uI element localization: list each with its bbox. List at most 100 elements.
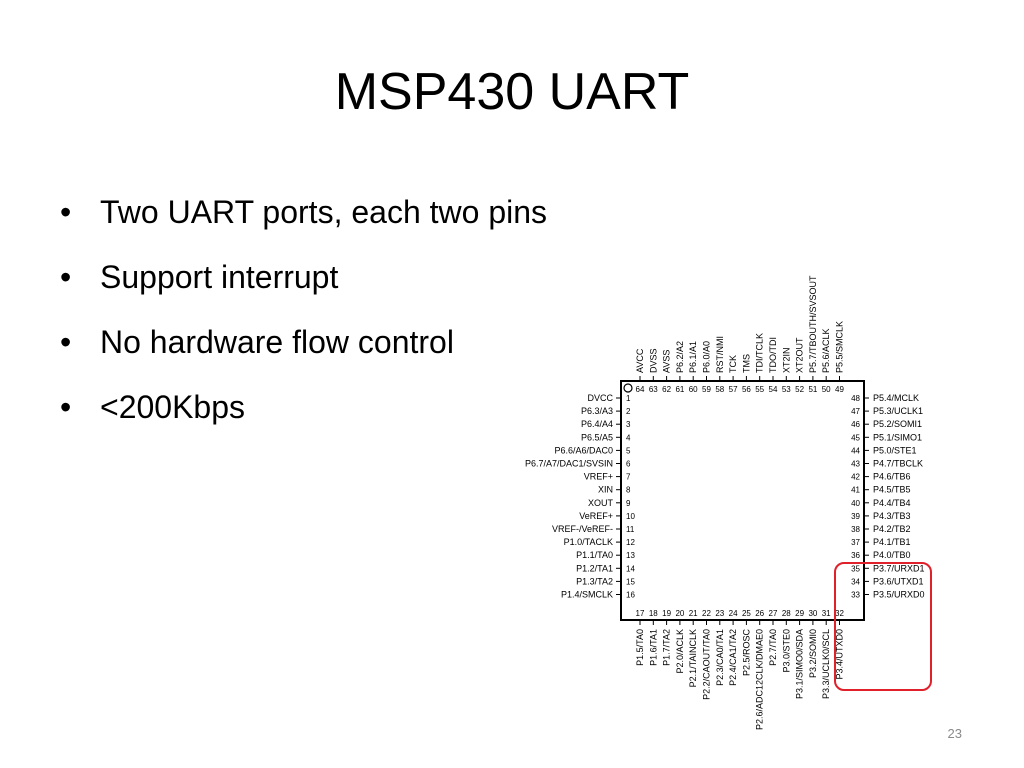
- pin-label: TDO/TDI: [768, 337, 778, 373]
- pin-number: 10: [626, 512, 635, 521]
- pin-label: P1.7/TA2: [662, 629, 672, 666]
- pin-label: XT2IN: [781, 347, 791, 373]
- pin-number: 31: [822, 609, 831, 618]
- pin-number: 1: [626, 394, 631, 403]
- pin-label: P6.2/A2: [675, 341, 685, 373]
- pin-label: P3.6/UTXD1: [873, 576, 924, 586]
- pin-number: 34: [851, 577, 860, 586]
- pin-label: TMS: [741, 354, 751, 373]
- pin-label: P4.4/TB4: [873, 498, 911, 508]
- pin-label: P1.4/SMCLK: [561, 590, 613, 600]
- chip-body: [620, 380, 865, 621]
- pin-number: 57: [729, 385, 738, 394]
- pin-label: P4.3/TB3: [873, 511, 911, 521]
- pin-number: 59: [702, 385, 711, 394]
- pin-number: 46: [851, 420, 860, 429]
- pin-label: P6.0/A0: [702, 341, 712, 373]
- pin-number: 12: [626, 538, 635, 547]
- pin-label: P5.5/SMCLK: [835, 321, 845, 373]
- pin-label: P6.7/A7/DAC1/SVSIN: [525, 459, 613, 469]
- pin-label: P6.1/A1: [688, 341, 698, 373]
- pin-label: P5.6/ACLK: [821, 328, 831, 373]
- pin-number: 63: [649, 385, 658, 394]
- pin-label: P3.0/STE0: [781, 629, 791, 673]
- pin-label: DVCC: [587, 393, 613, 403]
- pin-label: P5.0/STE1: [873, 445, 917, 455]
- pin-label: P3.7/URXD1: [873, 563, 925, 573]
- pin-number: 58: [715, 385, 724, 394]
- pin-label: P4.6/TB6: [873, 472, 911, 482]
- pin-label: P3.4/UTXD0: [835, 629, 845, 680]
- pin-number: 45: [851, 433, 860, 442]
- pin-number: 3: [626, 420, 631, 429]
- pin-label: P2.0/ACLK: [675, 629, 685, 674]
- pin-number: 51: [808, 385, 817, 394]
- pin-number: 35: [851, 564, 860, 573]
- pin-number: 56: [742, 385, 751, 394]
- pin-label: P2.2/CAOUT/TA0: [702, 629, 712, 700]
- pin-label: P2.6/ADC12CLK/DMAE0: [755, 629, 765, 730]
- bullet-item: Two UART ports, each two pins: [60, 192, 547, 232]
- pin-label: P4.7/TBCLK: [873, 459, 923, 469]
- pin-label: TDI/TCLK: [755, 333, 765, 373]
- pin-label: XOUT: [588, 498, 614, 508]
- pin-number: 13: [626, 551, 635, 560]
- page-number: 23: [947, 726, 962, 741]
- bullet-list: Two UART ports, each two pins Support in…: [60, 192, 547, 452]
- pin-number: 61: [675, 385, 684, 394]
- uart-pins-highlight: [834, 562, 932, 691]
- pin-label: P2.3/CA0/TA1: [715, 629, 725, 686]
- pin-label: VREF-/VeREF-: [552, 524, 613, 534]
- pin-number: 24: [729, 609, 738, 618]
- pin-number: 42: [851, 473, 860, 482]
- pin-number: 29: [795, 609, 804, 618]
- pin-label: P1.2/TA1: [576, 563, 613, 573]
- bullet-item: No hardware flow control: [60, 322, 547, 362]
- pin-number: 44: [851, 446, 860, 455]
- pin-label: P5.3/UCLK1: [873, 406, 923, 416]
- pin-number: 64: [636, 385, 645, 394]
- pin-number: 17: [636, 609, 645, 618]
- pin-label: P1.6/TA1: [648, 629, 658, 666]
- pin-number: 6: [626, 460, 631, 469]
- pin-label: P2.4/CA1/TA2: [728, 629, 738, 686]
- pin-label: P3.5/URXD0: [873, 590, 925, 600]
- pin-number: 8: [626, 486, 631, 495]
- pin-label: P4.0/TB0: [873, 550, 911, 560]
- pin-label: AVSS: [662, 350, 672, 373]
- pin-number: 55: [755, 385, 764, 394]
- pin-label: P5.1/SIMO1: [873, 432, 922, 442]
- pin-number: 16: [626, 591, 635, 600]
- pin-label: P2.5/ROSC: [741, 629, 751, 677]
- pin-label: P1.1/TA0: [576, 550, 613, 560]
- pin-number: 2: [626, 407, 631, 416]
- pin-number: 52: [795, 385, 804, 394]
- pin-number: 54: [769, 385, 778, 394]
- pin-label: DVSS: [648, 348, 658, 373]
- pin-label: P6.3/A3: [581, 406, 613, 416]
- pin1-marker: [623, 383, 633, 393]
- pin-label: P5.4/MCLK: [873, 393, 919, 403]
- bullet-item: <200Kbps: [60, 387, 547, 427]
- pin-number: 43: [851, 460, 860, 469]
- pin-number: 7: [626, 473, 631, 482]
- pin-number: 49: [835, 385, 844, 394]
- pin-label: VREF+: [584, 472, 613, 482]
- pin-number: 27: [769, 609, 778, 618]
- pin-number: 50: [822, 385, 831, 394]
- pin-number: 9: [626, 499, 631, 508]
- pin-label: P1.0/TACLK: [564, 537, 613, 547]
- pin-label: P3.1/SIMO0/SDA: [795, 629, 805, 699]
- bullet-item: Support interrupt: [60, 257, 547, 297]
- pin-number: 26: [755, 609, 764, 618]
- pin-number: 14: [626, 564, 635, 573]
- pin-number: 18: [649, 609, 658, 618]
- pin-label: TCK: [728, 355, 738, 373]
- pin-label: P6.6/A6/DAC0: [554, 445, 613, 455]
- pin-label: P1.3/TA2: [576, 576, 613, 586]
- pin-number: 19: [662, 609, 671, 618]
- pin-number: 36: [851, 551, 860, 560]
- pin-number: 62: [662, 385, 671, 394]
- slide-title: MSP430 UART: [334, 63, 690, 121]
- pin-number: 20: [675, 609, 684, 618]
